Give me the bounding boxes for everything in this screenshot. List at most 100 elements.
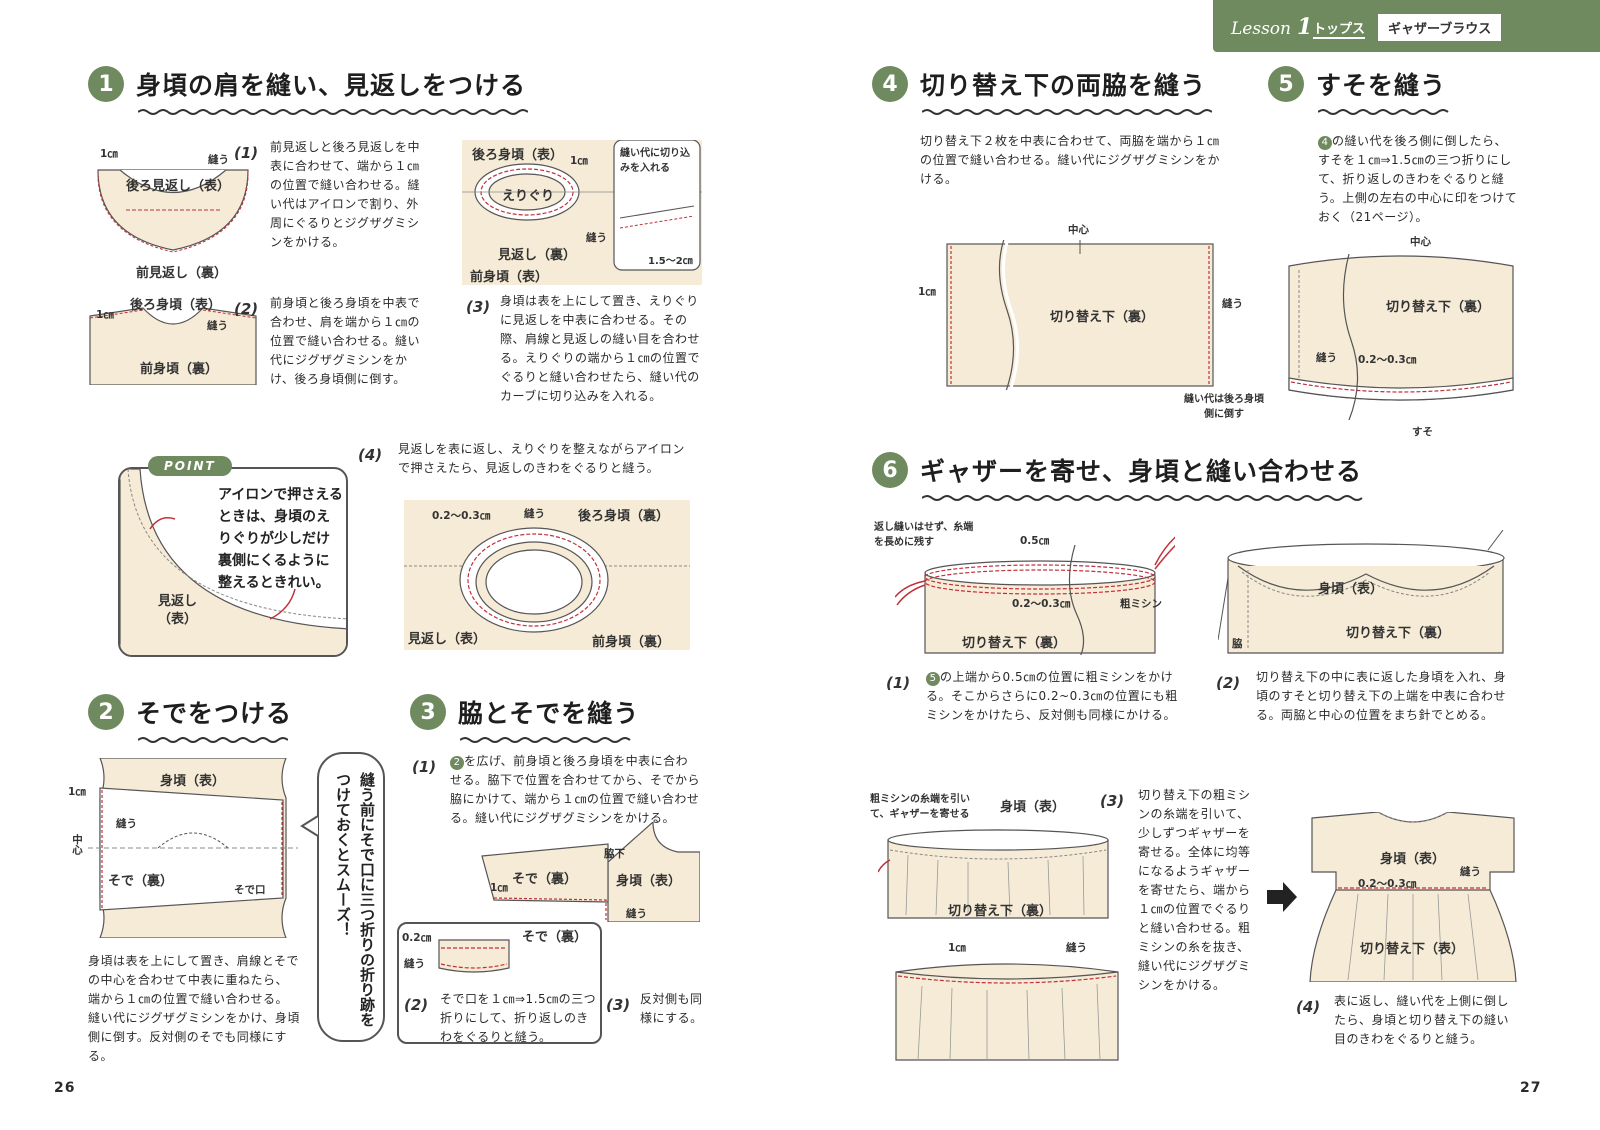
circled-number: 5: [926, 672, 940, 686]
label-nuu: 縫う: [626, 908, 647, 920]
hem-illustration: [1288, 253, 1514, 420]
step-number: (3): [466, 298, 491, 316]
step-number: (2): [404, 996, 429, 1014]
label-1cm: 1㎝: [948, 942, 966, 954]
finished-blouse-illustration: [1309, 812, 1517, 982]
label-cuff: そで口: [234, 884, 266, 896]
label-nuu: 縫う: [404, 958, 425, 970]
wavy-underline: [1318, 108, 1453, 116]
label-1cm: 1㎝: [100, 148, 118, 160]
section-number: 4: [872, 66, 908, 102]
section-number: 2: [88, 694, 124, 730]
label-lower-panel-omote: 切り替え下（表）: [1360, 942, 1465, 957]
label-nuu: 縫う: [524, 508, 545, 520]
section-number: 1: [88, 66, 124, 102]
label-1cm: 1㎝: [96, 309, 114, 321]
label-pull-basting: 粗ミシンの糸端を引いて、ギャザーを寄せる: [870, 794, 970, 820]
section-title: 身頃の肩を縫い、見返しをつける: [136, 71, 527, 100]
page-number-right: 27: [1520, 1080, 1542, 1096]
label-1cm: 1㎝: [570, 155, 588, 167]
label-nuu: 縫う: [207, 320, 228, 332]
label-bodice: 身頃（表）: [1380, 852, 1446, 867]
facing-illustration: [97, 169, 249, 253]
cuff-detail-box: [397, 922, 602, 1044]
label-0-2-0-3cm: 0.2～0.3㎝: [432, 510, 491, 522]
category-label: トップス: [1313, 18, 1366, 39]
circled-number: 2: [450, 756, 464, 770]
step-text: 表に返し、縫い代を上側に倒したら、身頃と切り替え下の縫い目のきわをぐるりと縫う。: [1334, 994, 1510, 1046]
step-number: (3): [606, 996, 631, 1014]
label-lower-panel: 切り替え下（裏）: [1050, 310, 1155, 325]
label-underarm: 脇下: [604, 848, 625, 860]
step-number: (3): [1100, 792, 1125, 810]
wavy-underline: [922, 494, 1367, 502]
step-text: 切り替え下の中に表に返した身頃を入れ、身頃のすそと切り替え下の上端を中表に合わせ…: [1256, 670, 1507, 722]
wavy-underline: [922, 108, 1212, 116]
section-number: 5: [1268, 66, 1304, 102]
step-text: 見返しを表に返し、えりぐりを整えながらアイロンで押さえたら、見返しのきわをぐるり…: [398, 442, 685, 475]
label-nuu: 縫う: [1222, 298, 1243, 310]
step-text: 反対側も同様にする。: [640, 992, 703, 1025]
label-bodice: 身頃（表）: [1318, 582, 1384, 597]
label-lower-panel: 切り替え下（裏）: [948, 904, 1053, 919]
label-back-bodice: 後ろ身頃（表）: [130, 298, 222, 313]
lower-panel-illustration: [946, 240, 1214, 390]
label-1cm: 1㎝: [68, 786, 86, 798]
step-text: 身頃は表を上にして置き、肩線とそでの中心を合わせて中表に重ねたら、端から１㎝の位…: [88, 954, 300, 1063]
label-lower-panel: 切り替え下（裏）: [962, 636, 1067, 651]
pin-bodice-illustration: [1218, 530, 1505, 654]
label-bodice: 身頃（表）: [1000, 800, 1066, 815]
label-1cm: 1㎝: [490, 882, 508, 894]
section-number: 6: [872, 452, 908, 488]
arrow-right-icon: [1267, 882, 1297, 912]
step-text: 切り替え下２枚を中表に合わせて、両脇を端から１㎝の位置で縫い合わせる。縫い代にジ…: [920, 134, 1221, 186]
bubble-pointer: [300, 815, 319, 837]
label-0-2-0-3cm: 0.2～0.3㎝: [1358, 878, 1417, 890]
label-center: 中心: [1410, 236, 1431, 248]
label-omote: （表）: [158, 612, 198, 627]
label-basting: 粗ミシン: [1120, 598, 1162, 610]
step-text: そで口を１㎝⇒1.5㎝の三つ折りにして、折り返しのきわをぐるりと縫う。: [440, 992, 597, 1044]
section-number: 3: [410, 694, 446, 730]
label-back-bodice: 後ろ身頃（表）: [472, 148, 564, 163]
label-center: 中心: [1068, 224, 1089, 236]
label-0-5cm: 0.5㎝: [1020, 535, 1050, 547]
label-front-bodice: 前身頃（表）: [470, 270, 549, 285]
label-sleeve: そで（裏）: [108, 874, 174, 889]
label-bodice: 身頃（表）: [160, 774, 226, 789]
tip-bubble: [317, 752, 385, 1042]
label-back-bodice-ura: 後ろ身頃（裏）: [578, 509, 670, 524]
label-seam-fold: 縫い代は後ろ身頃側に倒す: [1184, 394, 1264, 420]
label-0-2-0-3cm: 0.2～0.3㎝: [1012, 598, 1071, 610]
label-facing-ura: 見返し（裏）: [498, 248, 577, 263]
section-title: 脇とそでを縫う: [458, 699, 640, 728]
section-title: すそを縫う: [1316, 71, 1447, 100]
label-1-5-2cm: 1.5～2㎝: [648, 256, 693, 267]
step-number: (1): [886, 674, 911, 692]
label-front-bodice-ura: 前身頃（裏）: [592, 635, 671, 650]
label-facing-omote: 見返し（表）: [408, 632, 487, 647]
step-number: (1): [234, 144, 259, 162]
section-1-heading: 1 身頃の肩を縫い、見返しをつける: [88, 66, 526, 102]
label-nuu: 縫う: [208, 154, 229, 166]
step-text: 前身頃と後ろ身頃を中表で合わせ、肩を端から１㎝の位置で縫い合わせる。縫い代にジグ…: [270, 296, 421, 386]
wavy-underline: [460, 736, 635, 744]
section-2-heading: 2 そでをつける: [88, 694, 292, 730]
tip-text: 縫う前にそで口に三つ折りの折り跡をつけておくとスムーズ！: [334, 772, 376, 1027]
sleeve-illustration: [88, 758, 298, 938]
label-nuu: 縫う: [1460, 866, 1481, 878]
section-6-heading: 6 ギャザーを寄せ、身頃と縫い合わせる: [872, 452, 1362, 488]
gather-sewn-illustration: [895, 963, 1119, 1061]
neckline-finish-illustration: [404, 527, 690, 633]
step-text: 切り替え下の粗ミシンの糸端を引いて、少しずつギャザーを寄せる。全体に均等になるよ…: [1138, 788, 1251, 992]
circled-number: 4: [1318, 136, 1332, 150]
section-title: ギャザーを寄せ、身頃と縫い合わせる: [920, 457, 1363, 486]
point-text: アイロンで押さえるときは、身頃のえりぐりが少しだけ裏側にくるように整えるときれい…: [218, 487, 343, 591]
point-badge: POINT: [148, 456, 232, 476]
section-3-heading: 3 脇とそでを縫う: [410, 694, 639, 730]
label-lower-panel: 切り替え下（裏）: [1386, 300, 1491, 315]
label-hem: すそ: [1412, 426, 1433, 438]
